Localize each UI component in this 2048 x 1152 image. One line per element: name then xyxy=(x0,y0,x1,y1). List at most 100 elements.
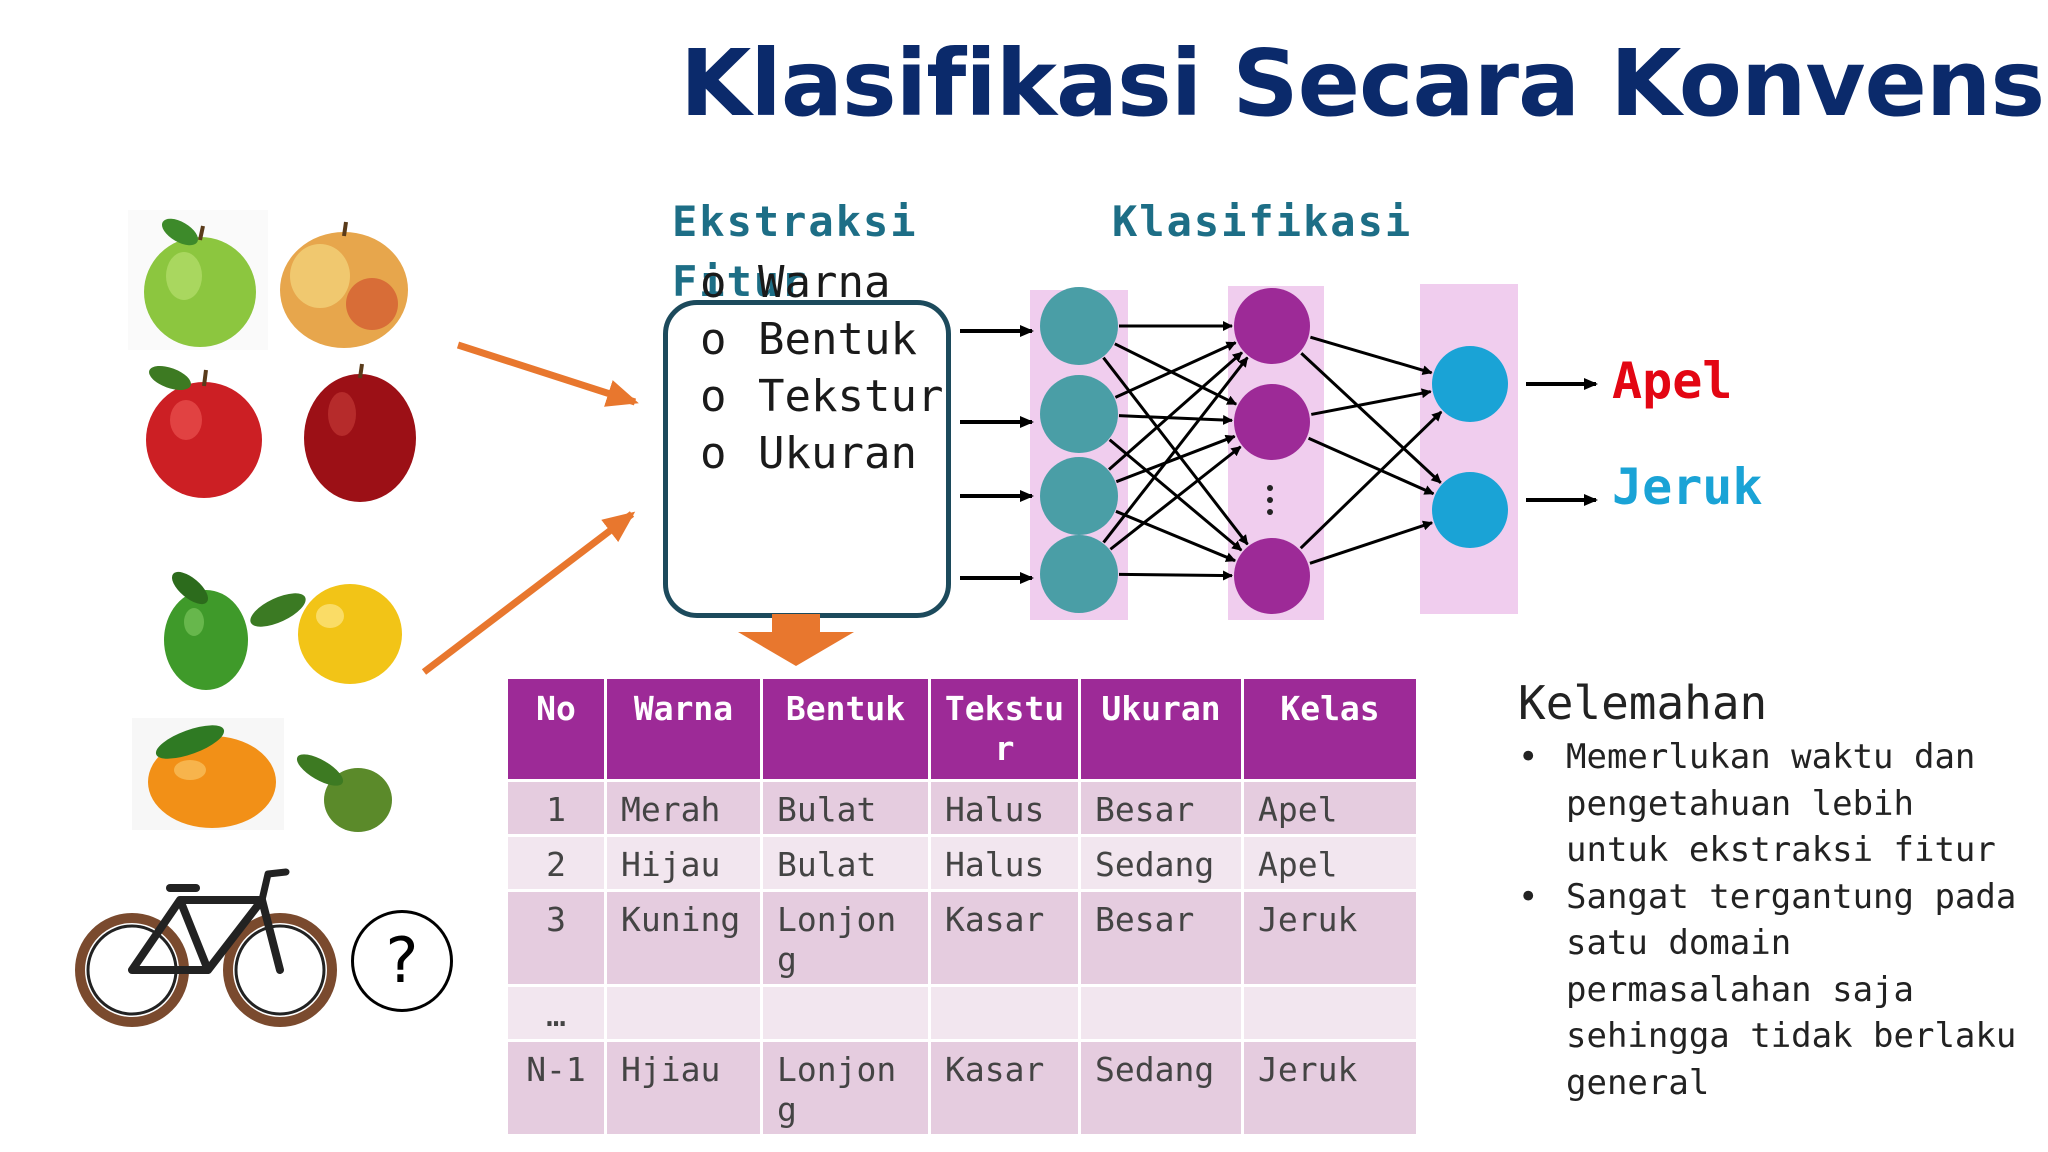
output-layer-bg xyxy=(1420,284,1518,614)
table-cell: Apel xyxy=(1244,782,1416,834)
hidden-node xyxy=(1234,288,1310,364)
table-header: Warna xyxy=(607,679,760,779)
hidden-nodes xyxy=(1234,288,1310,614)
table-header: No xyxy=(508,679,604,779)
table-cell xyxy=(931,987,1078,1039)
table-cell: Hijau xyxy=(607,837,760,889)
output-nodes xyxy=(1432,346,1508,548)
connection-line xyxy=(1114,342,1238,406)
dark-red-apple-icon xyxy=(304,363,416,502)
question-mark-icon: ? xyxy=(351,910,453,1012)
input-node xyxy=(1040,287,1118,365)
table-cell xyxy=(1081,987,1241,1039)
connection-line xyxy=(1102,356,1249,544)
feature-item: Warna xyxy=(700,254,960,311)
orange-arrow-apples xyxy=(456,341,639,407)
connection-line xyxy=(1309,520,1434,565)
small-lime-icon xyxy=(296,754,392,832)
yellow-red-apple-icon xyxy=(280,221,408,348)
output-label-apel: Apel xyxy=(1612,352,1733,410)
table-header: Tekstur xyxy=(931,679,1078,779)
hidden-output-connections xyxy=(1299,335,1443,565)
table-row: 1 Merah Bulat Halus Besar Apel xyxy=(508,782,1416,834)
connection-line xyxy=(1300,352,1442,484)
table-cell: Halus xyxy=(931,782,1078,834)
output-node xyxy=(1432,346,1508,422)
table-cell: Jeruk xyxy=(1244,1042,1416,1134)
feature-item: Bentuk xyxy=(700,311,960,368)
connection-line xyxy=(1109,445,1242,551)
bicycle-icon xyxy=(75,868,337,1027)
weakness-list: Memerlukan waktu dan pengetahuan lebih u… xyxy=(1518,734,2028,1106)
table-cell: Kasar xyxy=(931,892,1078,984)
hidden-node xyxy=(1234,538,1310,614)
table-header-row: No Warna Bentuk Tekstur Ukuran Kelas xyxy=(508,679,1416,779)
table-cell: Besar xyxy=(1081,892,1241,984)
table-cell: … xyxy=(508,987,604,1039)
weakness-item: Memerlukan waktu dan pengetahuan lebih u… xyxy=(1518,734,2028,874)
connection-line xyxy=(1118,570,1234,581)
feature-list: Warna Bentuk Tekstur Ukuran xyxy=(700,254,960,482)
table-cell xyxy=(763,987,928,1039)
orange-down-arrow xyxy=(738,614,854,666)
table-header: Kelas xyxy=(1244,679,1416,779)
input-hidden-connections xyxy=(1102,321,1249,581)
table-cell: 2 xyxy=(508,837,604,889)
table-cell: Besar xyxy=(1081,782,1241,834)
connection-line xyxy=(1114,341,1237,399)
connection-line xyxy=(1115,434,1236,484)
classification-title: Klasifikasi xyxy=(1112,197,1413,246)
input-node xyxy=(1040,457,1118,535)
output-node xyxy=(1432,472,1508,548)
feature-table: No Warna Bentuk Tekstur Ukuran Kelas 1 M… xyxy=(505,676,1419,1137)
connection-line xyxy=(1108,351,1243,471)
table-row: 2 Hijau Bulat Halus Sedang Apel xyxy=(508,837,1416,889)
table-cell: Merah xyxy=(607,782,760,834)
table-cell: Lonjong xyxy=(763,892,928,984)
table-cell: Lonjong xyxy=(763,1042,928,1134)
hidden-node xyxy=(1234,384,1310,460)
lemon-icon xyxy=(250,584,402,684)
table-cell xyxy=(1244,987,1416,1039)
table-row: N-1 Hjiau Lonjong Kasar Sedang Jeruk xyxy=(508,1042,1416,1134)
table-cell: 1 xyxy=(508,782,604,834)
output-label-jeruk: Jeruk xyxy=(1612,458,1763,516)
table-cell: Halus xyxy=(931,837,1078,889)
table-cell: N-1 xyxy=(508,1042,604,1134)
input-node xyxy=(1040,535,1118,613)
table-cell: Jeruk xyxy=(1244,892,1416,984)
connection-line xyxy=(1115,509,1236,563)
connection-line xyxy=(1311,388,1432,416)
table-cell: Apel xyxy=(1244,837,1416,889)
ellipsis-dots xyxy=(1267,485,1273,515)
weakness-item: Sangat tergantung pada satu domain perma… xyxy=(1518,874,2028,1107)
table-header: Bentuk xyxy=(763,679,928,779)
feature-item: Tekstur xyxy=(700,368,960,425)
table-cell: Bulat xyxy=(763,782,928,834)
connection-line xyxy=(1307,436,1435,496)
green-apple-icon xyxy=(128,210,268,350)
table-cell: Sedang xyxy=(1081,837,1241,889)
red-apple-icon xyxy=(146,365,262,498)
table-cell: 3 xyxy=(508,892,604,984)
slide-title: Klasifikasi Secara Konvensional xyxy=(680,30,2048,137)
feature-item: Ukuran xyxy=(700,425,960,482)
table-row: … xyxy=(508,987,1416,1039)
feature-to-input-arrows xyxy=(960,325,1034,584)
connection-line xyxy=(1299,410,1443,550)
weakness-title: Kelemahan xyxy=(1518,676,1768,730)
connection-line xyxy=(1309,335,1433,376)
input-nodes xyxy=(1040,287,1118,613)
connection-line xyxy=(1108,438,1243,552)
table-cell: Sedang xyxy=(1081,1042,1241,1134)
table-cell xyxy=(607,987,760,1039)
table-cell: Kuning xyxy=(607,892,760,984)
connection-line xyxy=(1118,414,1234,425)
table-header: Ukuran xyxy=(1081,679,1241,779)
orange-icon xyxy=(132,718,284,830)
table-row: 3 Kuning Lonjong Kasar Besar Jeruk xyxy=(508,892,1416,984)
table-cell: Bulat xyxy=(763,837,928,889)
orange-arrow-citrus xyxy=(421,511,636,675)
